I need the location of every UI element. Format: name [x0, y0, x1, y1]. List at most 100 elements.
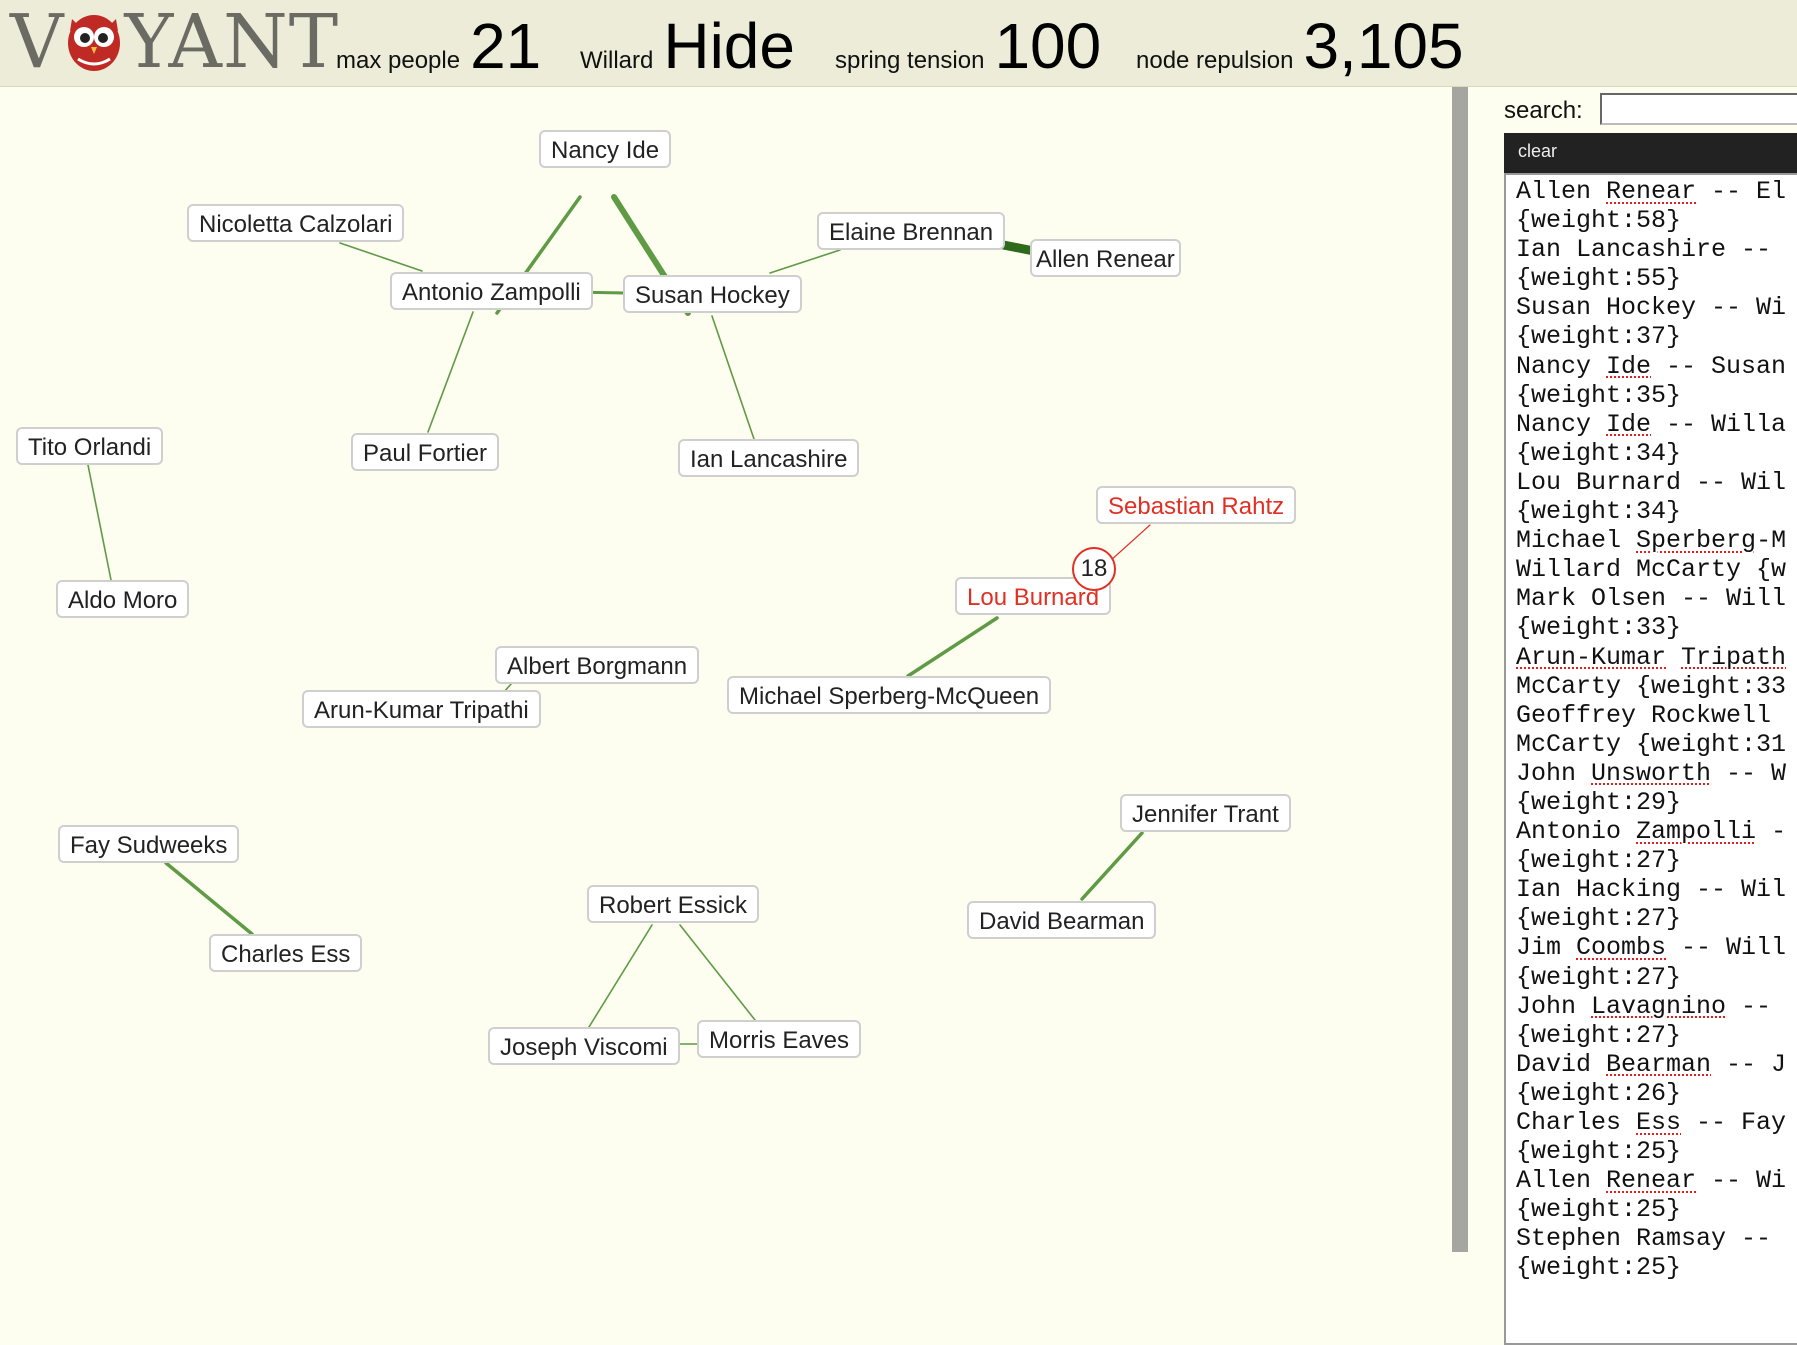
- edge-antonio-paul: [427, 311, 474, 433]
- edge-list-line[interactable]: Allen Renear -- Wi: [1516, 1166, 1787, 1196]
- node-ian-lancashire[interactable]: Ian Lancashire: [678, 439, 860, 477]
- spellcheck-word: Bearman: [1606, 1049, 1712, 1079]
- edge-list[interactable]: Allen Renear -- El{weight:58}Ian Lancash…: [1504, 173, 1797, 1345]
- node-tito-orlandi[interactable]: Tito Orlandi: [16, 427, 164, 465]
- edge-list-line[interactable]: McCarty {weight:31: [1516, 729, 1787, 759]
- edge-susan-ian: [711, 315, 755, 440]
- node-susan-hockey[interactable]: Susan Hockey: [623, 275, 802, 313]
- edge-list-line[interactable]: Susan Hockey -- Wi: [1516, 293, 1787, 323]
- edge-list-line[interactable]: Nancy Ide -- Willa: [1516, 409, 1787, 439]
- spring-tension-label: spring tension: [835, 47, 985, 74]
- graph-edges: [87, 194, 1151, 1045]
- willard-toggle[interactable]: Hide: [663, 10, 795, 82]
- node-allen-renear[interactable]: Allen Renear: [1030, 239, 1181, 277]
- node-morris-eaves[interactable]: Morris Eaves: [697, 1020, 862, 1058]
- node-michael-sperberg-mcqueen[interactable]: Michael Sperberg-McQueen: [727, 676, 1052, 714]
- edge-list-line[interactable]: {weight:34}: [1516, 438, 1682, 468]
- search-input[interactable]: [1600, 93, 1797, 125]
- edge-weight-badge: 18: [1072, 547, 1116, 591]
- edge-list-line[interactable]: {weight:55}: [1516, 264, 1682, 294]
- edge-list-line[interactable]: John Lavagnino --: [1516, 991, 1772, 1021]
- spellcheck-word: Coombs: [1576, 933, 1667, 963]
- node-fay-sudweeks[interactable]: Fay Sudweeks: [58, 825, 240, 863]
- edge-list-line[interactable]: Allen Renear -- El: [1516, 177, 1787, 206]
- edge-lou-michael: [906, 616, 999, 678]
- edge-list-line[interactable]: Mark Olsen -- Will: [1516, 584, 1787, 614]
- node-repulsion-label: node repulsion: [1136, 47, 1294, 74]
- edge-list-line[interactable]: {weight:25}: [1516, 1253, 1682, 1283]
- edge-list-line[interactable]: Antonio Zampolli -: [1516, 817, 1787, 847]
- edge-list-line[interactable]: {weight:27}: [1516, 904, 1682, 934]
- edge-list-line[interactable]: {weight:35}: [1516, 380, 1682, 410]
- edge-tito-aldo: [87, 464, 112, 581]
- edge-list-line[interactable]: {weight:33}: [1516, 613, 1682, 643]
- node-elaine-brennan[interactable]: Elaine Brennan: [817, 212, 1006, 250]
- spellcheck-word: Arun-Kumar: [1516, 642, 1667, 672]
- panel-splitter[interactable]: [1452, 87, 1468, 1252]
- edge-list-line[interactable]: {weight:58}: [1516, 206, 1682, 236]
- logo-letters-yant: YANT: [124, 0, 340, 85]
- clear-label: clear: [1518, 141, 1558, 161]
- node-repulsion-value[interactable]: 3,105: [1303, 10, 1464, 82]
- spellcheck-word: Zampolli: [1636, 817, 1757, 847]
- node-aldo-moro[interactable]: Aldo Moro: [56, 580, 190, 618]
- node-nancy-ide[interactable]: Nancy Ide: [539, 130, 672, 168]
- edge-list-line[interactable]: Charles Ess -- Fay: [1516, 1108, 1787, 1137]
- edge-list-line[interactable]: {weight:26}: [1516, 1078, 1682, 1108]
- edge-list-line[interactable]: {weight:27}: [1516, 962, 1682, 992]
- search-label: search:: [1504, 97, 1583, 124]
- edge-list-line[interactable]: McCarty {weight:33: [1516, 671, 1787, 701]
- spellcheck-word: Renear: [1606, 177, 1697, 206]
- node-nicoletta-calzolari[interactable]: Nicoletta Calzolari: [187, 204, 405, 242]
- edge-list-line[interactable]: {weight:34}: [1516, 497, 1682, 527]
- spellcheck-word: Ide: [1606, 351, 1652, 381]
- edge-list-line[interactable]: {weight:27}: [1516, 1020, 1682, 1050]
- edge-list-line[interactable]: Ian Hacking -- Wil: [1516, 875, 1787, 905]
- clear-button[interactable]: clear: [1504, 133, 1797, 173]
- edge-susan-elaine: [769, 249, 841, 274]
- node-antonio-zampolli[interactable]: Antonio Zampolli: [390, 272, 593, 310]
- spring-tension-value[interactable]: 100: [994, 10, 1102, 82]
- spellcheck-word: Sperberg: [1636, 526, 1757, 556]
- node-robert-essick[interactable]: Robert Essick: [587, 885, 760, 923]
- edge-list-line[interactable]: {weight:25}: [1516, 1137, 1682, 1167]
- voyant-logo[interactable]: V YANT: [10, 2, 339, 82]
- max-people-value[interactable]: 21: [470, 10, 542, 82]
- node-david-bearman[interactable]: David Bearman: [967, 901, 1157, 939]
- edge-list-line[interactable]: Geoffrey Rockwell: [1516, 700, 1772, 730]
- edge-list-line[interactable]: Stephen Ramsay --: [1516, 1224, 1772, 1254]
- node-charles-ess[interactable]: Charles Ess: [209, 934, 363, 972]
- edge-list-line[interactable]: {weight:29}: [1516, 787, 1682, 817]
- edge-list-line[interactable]: Jim Coombs -- Will: [1516, 933, 1787, 963]
- edge-list-line[interactable]: Lou Burnard -- Wil: [1516, 467, 1787, 497]
- edge-list-line[interactable]: Arun-Kumar Tripath: [1516, 643, 1797, 672]
- logo-letter-v: V: [10, 0, 65, 85]
- node-jennifer-trant[interactable]: Jennifer Trant: [1120, 794, 1291, 832]
- edge-list-line[interactable]: {weight:27}: [1516, 846, 1682, 876]
- edge-list-line[interactable]: David Bearman -- J: [1516, 1049, 1787, 1079]
- node-joseph-viscomi[interactable]: Joseph Viscomi: [488, 1027, 680, 1065]
- node-paul-fortier[interactable]: Paul Fortier: [351, 433, 500, 471]
- edge-list-line[interactable]: {weight:37}: [1516, 322, 1682, 352]
- edge-list-line[interactable]: John Unsworth -- W: [1516, 758, 1787, 788]
- edge-list-line[interactable]: Michael Sperberg-M: [1516, 526, 1787, 556]
- node-sebastian-rahtz[interactable]: Sebastian Rahtz: [1096, 486, 1297, 524]
- edge-list-line[interactable]: Ian Lancashire --: [1516, 235, 1772, 265]
- node-albert-borgmann[interactable]: Albert Borgmann: [495, 646, 700, 684]
- edge-robert-joseph: [588, 924, 653, 1028]
- edge-list-line[interactable]: {weight:25}: [1516, 1195, 1682, 1225]
- node-lou-burnard[interactable]: Lou Burnard: [955, 577, 1112, 615]
- edge-jennifer-david: [1080, 831, 1144, 901]
- edge-list-line[interactable]: Willard McCarty {w: [1516, 555, 1787, 585]
- spellcheck-word: Renear: [1606, 1166, 1697, 1196]
- edge-list-line[interactable]: Nancy Ide -- Susan: [1516, 351, 1787, 381]
- node-arun-kumar-tripathi[interactable]: Arun-Kumar Tripathi: [302, 690, 541, 728]
- network-graph[interactable]: Nancy Ide Nicoletta Calzolari Antonio Za…: [0, 87, 1452, 1298]
- edge-list-panel: search: clear Allen Renear -- El{weight:…: [1500, 87, 1797, 1345]
- max-people-label: max people: [336, 47, 461, 74]
